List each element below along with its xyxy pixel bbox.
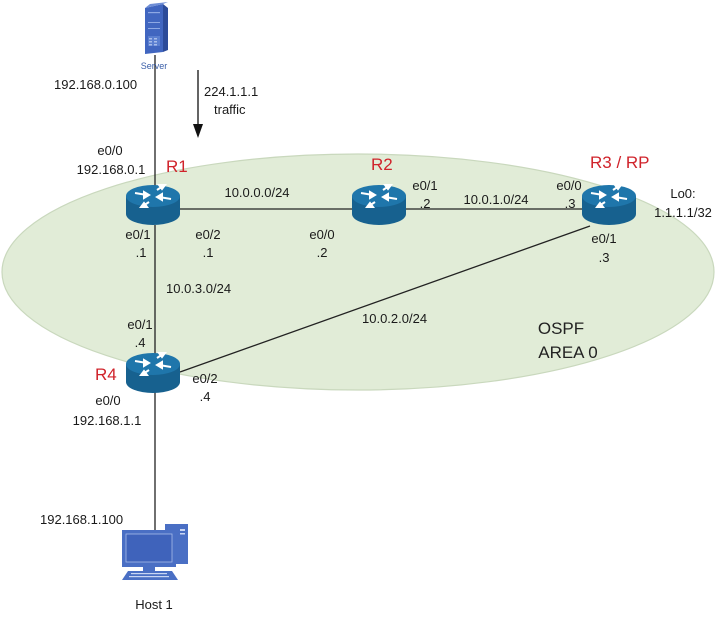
host-computer-icon — [122, 524, 188, 580]
r3-e0-0-name: e0/0 — [556, 178, 582, 193]
subnet-r1-r2: 10.0.0.0/24 — [224, 185, 290, 200]
r3-lo0-addr: 1.1.1.1/32 — [654, 205, 712, 220]
host-ip-label: 192.168.1.100 — [40, 512, 124, 527]
router-r3-label: R3 / RP — [590, 153, 650, 172]
router-r4-label: R4 — [95, 365, 117, 384]
server-icon — [145, 2, 168, 54]
r4-e0-0-name: e0/0 — [95, 393, 121, 408]
traffic-label: traffic — [214, 102, 246, 117]
host-name-label: Host 1 — [135, 597, 173, 612]
router-r3-icon[interactable] — [581, 184, 637, 226]
traffic-group-label: 224.1.1.1 — [204, 84, 259, 99]
router-r4-icon[interactable] — [125, 352, 181, 394]
r3-e0-1-addr: .3 — [598, 250, 610, 265]
r2-e0-0-addr: .2 — [316, 245, 328, 260]
router-r2-label: R2 — [371, 155, 393, 174]
r1-e0-0-addr: 192.168.0.1 — [76, 162, 146, 177]
r2-e0-1-addr: .2 — [419, 196, 431, 211]
r4-e0-1-name: e0/1 — [127, 317, 153, 332]
r4-e0-0-addr: 192.168.1.1 — [72, 413, 142, 428]
r1-e0-1-addr: .1 — [135, 245, 147, 260]
r1-e0-0-name: e0/0 — [97, 143, 123, 158]
ospf-area-label-line2: AREA 0 — [538, 343, 598, 362]
subnet-r3-r4: 10.0.2.0/24 — [362, 311, 428, 326]
server-ip-label: 192.168.0.100 — [54, 77, 138, 92]
r2-e0-1-name: e0/1 — [412, 178, 438, 193]
r4-e0-2-addr: .4 — [199, 389, 211, 404]
subnet-r2-r3: 10.0.1.0/24 — [463, 192, 529, 207]
traffic-arrow-icon — [193, 70, 203, 138]
r4-e0-2-name: e0/2 — [192, 371, 218, 386]
r3-e0-1-name: e0/1 — [591, 231, 617, 246]
r1-e0-1-name: e0/1 — [125, 227, 151, 242]
r3-lo0-name: Lo0: — [670, 186, 696, 201]
server-name-label: Server — [140, 61, 168, 71]
r3-e0-0-addr: .3 — [564, 196, 576, 211]
router-r2-icon[interactable] — [351, 184, 407, 226]
link-r3-r4 — [179, 225, 591, 373]
r1-e0-2-name: e0/2 — [195, 227, 221, 242]
ospf-area-label-line1: OSPF — [537, 319, 585, 338]
router-r1-icon[interactable] — [125, 184, 181, 226]
r2-e0-0-name: e0/0 — [309, 227, 335, 242]
router-r1-label: R1 — [166, 157, 188, 176]
subnet-r1-r4: 10.0.3.0/24 — [166, 281, 232, 296]
r4-e0-1-addr: .4 — [134, 335, 146, 350]
r1-e0-2-addr: .1 — [202, 245, 214, 260]
